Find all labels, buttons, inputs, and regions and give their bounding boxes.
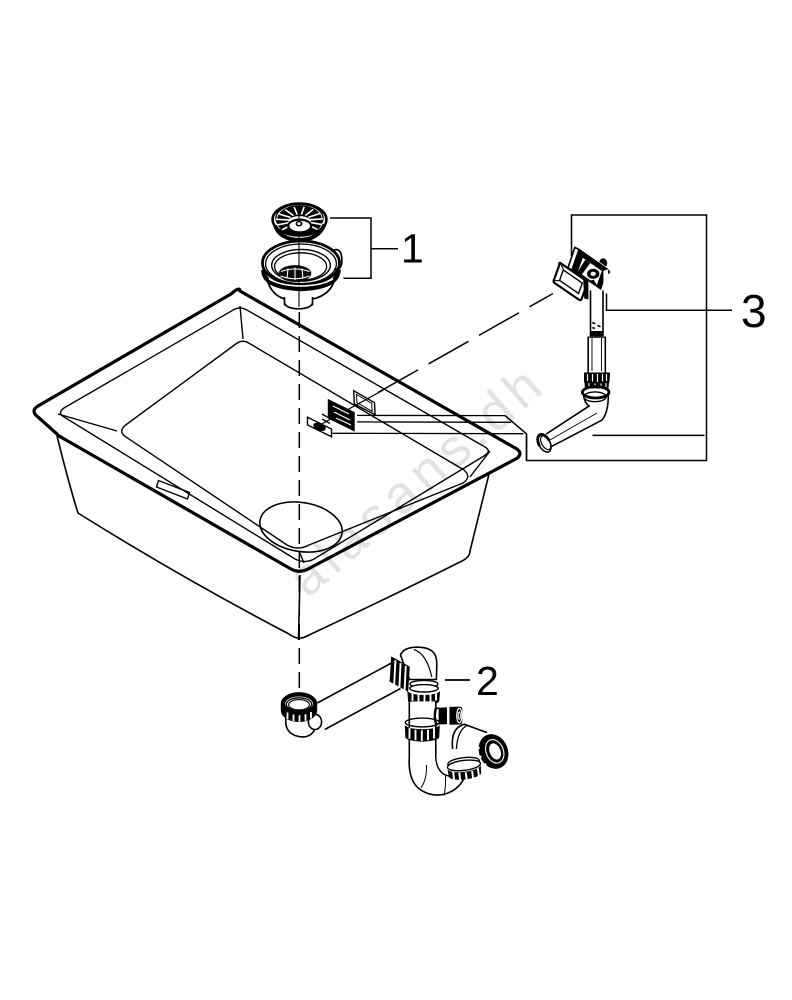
svg-text:alasans.dh: alasans.dh bbox=[277, 352, 558, 608]
svg-text:2: 2 bbox=[476, 658, 499, 704]
svg-text:3: 3 bbox=[741, 285, 767, 337]
svg-text:1: 1 bbox=[401, 226, 424, 272]
